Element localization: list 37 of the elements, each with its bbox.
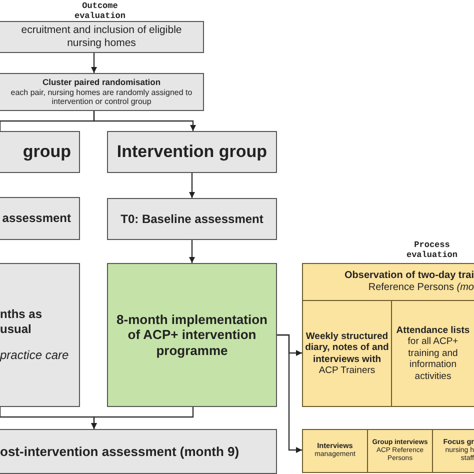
box-text: practice care	[0, 348, 69, 363]
box-heading: ecruitment and inclusion of eligible nursing homes	[20, 24, 183, 50]
box-text: Reference Persons (mo	[368, 282, 474, 294]
box-heading: Attendance lists	[396, 325, 470, 336]
arrow	[91, 53, 97, 73]
evaluation-box	[367, 429, 433, 473]
arrow	[189, 173, 195, 198]
box-heading: nths as usual	[0, 307, 44, 336]
process-box	[0, 197, 80, 240]
intervention-box	[107, 263, 277, 407]
process-box	[0, 429, 277, 474]
process-box	[0, 263, 80, 407]
box-heading: 8-month implementation of ACP+ intervention programme	[116, 312, 268, 358]
box-heading: T0: Baseline assessment	[120, 212, 264, 226]
section-label: Outcome evaluation	[73, 2, 126, 22]
box-heading: Intervention group	[116, 142, 268, 162]
process-box	[0, 73, 204, 111]
evaluation-box	[432, 429, 474, 473]
arrow	[189, 240, 195, 263]
evaluation-box	[302, 429, 368, 473]
box-heading: Observation of two-day trai	[344, 270, 474, 282]
box-heading: assessment	[2, 211, 71, 226]
box-heading: Weekly structured diary, notes of and interviews with	[305, 330, 389, 365]
process-box	[0, 131, 80, 173]
section-label: Process evaluation	[405, 241, 458, 261]
box-heading: Cluster paired randomisation	[42, 77, 161, 88]
box-text: ACP Trainers	[318, 364, 376, 376]
evaluation-box	[302, 300, 392, 407]
process-box	[107, 131, 277, 173]
arrow	[0, 407, 97, 429]
process-box	[107, 198, 277, 240]
evaluation-box	[391, 300, 474, 407]
box-text: each pair, nursing homes are randomly assigned to intervention or control group	[10, 88, 194, 107]
box-text: for all ACP+ training and information activities	[406, 336, 460, 382]
box-heading: ost-intervention assessment (month 9)	[0, 444, 240, 460]
arrow	[277, 334, 302, 453]
box-heading: group	[22, 142, 71, 162]
